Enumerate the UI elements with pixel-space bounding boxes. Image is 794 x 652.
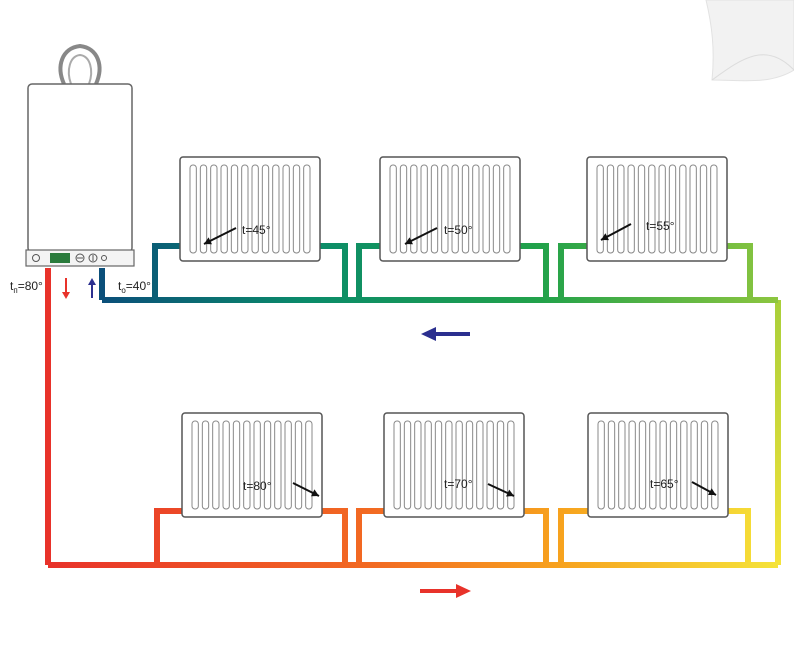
radiator-temp-label: t=70°	[444, 477, 473, 491]
return-temp-label: to=40°	[118, 279, 151, 295]
radiator-icon	[379, 156, 521, 262]
flow-direction-arrow-icon	[404, 227, 438, 245]
radiator-temp-label: t=50°	[444, 223, 473, 237]
radiator-icon	[586, 156, 728, 262]
supply-temp-label: tп=80°	[10, 279, 43, 295]
radiator-icon	[181, 412, 323, 518]
radiator-temp-label: t=80°	[243, 479, 272, 493]
flow-direction-arrow-icon	[600, 223, 632, 241]
gas-boiler-icon	[25, 43, 135, 267]
radiator-temp-label: t=45°	[242, 223, 271, 237]
supply-flow-arrow-icon	[420, 584, 471, 598]
flow-direction-arrow-icon	[487, 483, 515, 497]
page-curl-icon	[705, 0, 794, 82]
flow-direction-arrow-icon	[203, 227, 237, 245]
flow-direction-arrow-icon	[292, 482, 320, 497]
flow-direction-arrow-icon	[691, 481, 717, 496]
radiator-temp-label: t=65°	[650, 477, 679, 491]
radiator-temp-label: t=55°	[646, 219, 675, 233]
supply-down-arrow-icon	[62, 278, 70, 299]
radiator-icon	[179, 156, 321, 262]
return-up-arrow-icon	[88, 278, 96, 298]
radiator-icon	[383, 412, 525, 518]
return-flow-arrow-icon	[421, 327, 470, 341]
radiator-icon	[587, 412, 729, 518]
